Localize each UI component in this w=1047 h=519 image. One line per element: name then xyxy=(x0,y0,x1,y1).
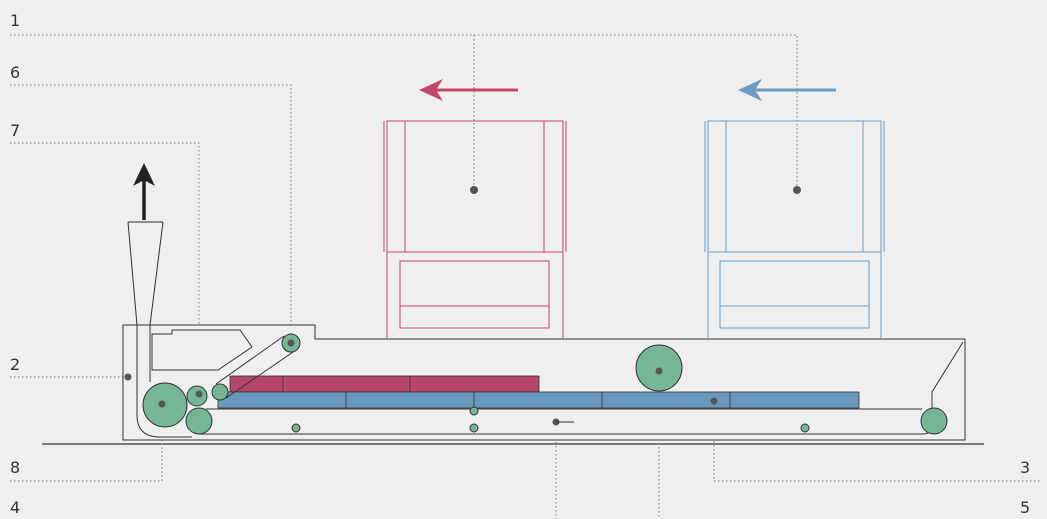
roller-lower-left xyxy=(185,407,213,435)
callout-8: 8 xyxy=(10,458,20,477)
back-unit-pin xyxy=(793,186,801,194)
back-unit-base xyxy=(719,260,870,329)
callout-3: 3 xyxy=(1020,458,1030,477)
rollers xyxy=(142,333,948,435)
roller-right xyxy=(920,407,948,435)
leader-7 xyxy=(10,142,200,394)
leader-lines xyxy=(10,34,1040,519)
callout-7: 7 xyxy=(10,121,20,140)
front-unit-pin xyxy=(470,186,478,194)
front-layer xyxy=(229,375,540,393)
machine-frame xyxy=(122,324,966,441)
callout-2: 2 xyxy=(10,355,20,374)
arrow-up-icon xyxy=(133,163,155,220)
leader-1 xyxy=(10,34,798,190)
arrow-left-icon xyxy=(738,79,836,101)
roller-idler-4 xyxy=(800,423,810,433)
callout-6: 6 xyxy=(10,63,20,82)
leader-3 xyxy=(713,401,1040,482)
callout-5: 5 xyxy=(1020,498,1030,517)
arrow-left-icon xyxy=(419,79,518,101)
roller-idler-1 xyxy=(291,423,301,433)
back-layer xyxy=(217,391,860,409)
back-unit xyxy=(704,120,885,338)
suction-duct xyxy=(127,221,192,438)
marker-pins xyxy=(124,339,718,426)
front-unit-base xyxy=(399,260,550,329)
roller-idler-3 xyxy=(469,406,479,416)
back-unit-head xyxy=(707,120,882,253)
callout-4: 4 xyxy=(10,498,20,517)
leader-6 xyxy=(10,84,292,343)
leader-8 xyxy=(10,404,163,482)
front-unit-head xyxy=(386,120,564,253)
roller-idler-2 xyxy=(469,423,479,433)
callout-1: 1 xyxy=(10,11,20,30)
roller-stripper-bottom xyxy=(211,383,229,401)
front-unit xyxy=(383,120,567,338)
